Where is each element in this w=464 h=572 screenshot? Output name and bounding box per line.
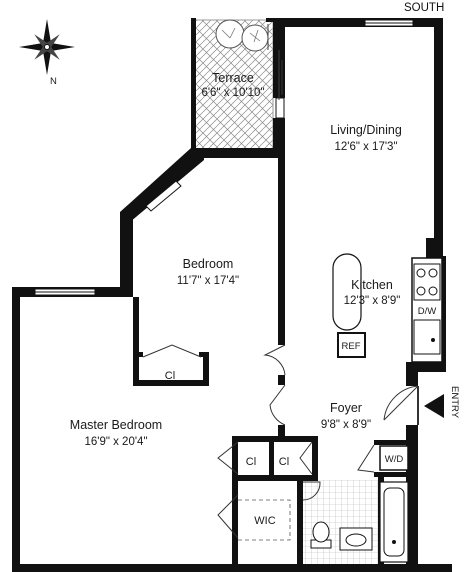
wic-shelf [238,499,291,541]
orientation-label: SOUTH [404,2,445,14]
terrace-dims: 6'6" x 10'10" [201,87,264,99]
toilet-icon [310,521,332,549]
entry-arrow-icon [424,394,444,418]
wic-label: WIC [254,515,275,527]
vanity-sink-icon [339,527,373,551]
living-name: Living/Dining [330,123,402,137]
closet-hall-1-label: Cl [246,456,256,468]
sink-icon [413,319,441,355]
master-dims: 16'9" x 20'4" [84,436,147,448]
kitchen-name: Kitchen [351,278,393,292]
bedroom-dims: 11'7" x 17'4" [177,275,239,287]
walls [12,18,452,572]
windows [34,19,414,296]
living-dims: 12'6" x 17'3" [334,141,397,153]
refrigerator [337,332,366,358]
ref-label: REF [342,341,361,352]
compass-north-label: N [50,76,57,87]
terrace-name: Terrace [212,71,254,85]
washer-dryer [379,445,409,471]
foyer-dims: 9'8" x 8'9" [321,419,371,431]
bath-tile-floor [303,480,379,566]
wd-label: W/D [385,454,404,465]
kitchen-dims: 12'3" x 8'9" [344,295,401,307]
stove-burners [416,268,438,296]
dw-label: D/W [418,306,437,317]
bedroom-name: Bedroom [183,257,234,271]
stove-icon [413,263,441,301]
closet-hall-2-label: Cl [279,456,289,468]
master-name: Master Bedroom [70,418,162,432]
doors [142,344,419,539]
compass-rose-icon [19,19,75,75]
foyer-name: Foyer [330,401,362,415]
plant-icon [215,19,269,52]
entry-label: ENTRY [449,386,460,419]
kitchen-island [332,253,362,331]
closet-bedroom-label: Cl [165,370,175,382]
